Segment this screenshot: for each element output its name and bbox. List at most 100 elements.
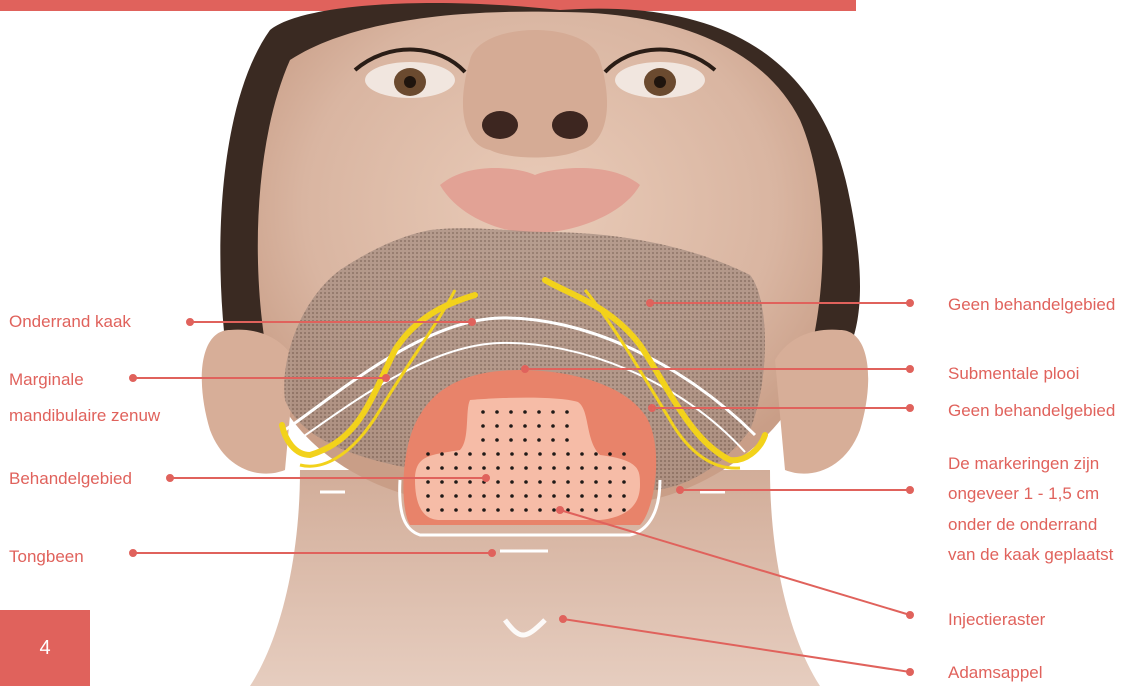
injection-point: [552, 480, 556, 484]
injection-point: [524, 480, 528, 484]
injection-point: [552, 466, 556, 470]
injection-point: [454, 452, 458, 456]
injection-point: [552, 508, 556, 512]
injection-point: [482, 494, 486, 498]
injection-point: [622, 508, 626, 512]
injection-point: [496, 508, 500, 512]
injection-point: [426, 480, 430, 484]
injection-point: [622, 466, 626, 470]
label-submentale-plooi: Submentale plooi: [948, 361, 1079, 387]
injection-point: [468, 466, 472, 470]
label-tongbeen: Tongbeen: [9, 544, 84, 570]
injection-point: [440, 466, 444, 470]
injection-point: [426, 452, 430, 456]
label-adamsappel: Adamsappel: [948, 660, 1043, 686]
injection-point: [551, 410, 555, 414]
injection-point: [454, 466, 458, 470]
injection-point: [468, 508, 472, 512]
injection-point: [482, 466, 486, 470]
injection-point: [608, 466, 612, 470]
label-marginale-line1: Marginale: [9, 367, 84, 393]
injection-point: [523, 438, 527, 442]
injection-point: [580, 480, 584, 484]
label-markeringen-line2: ongeveer 1 - 1,5 cm: [948, 481, 1099, 507]
injection-point: [608, 452, 612, 456]
injection-point: [622, 480, 626, 484]
injection-point: [580, 452, 584, 456]
injection-point: [552, 494, 556, 498]
injection-point: [482, 452, 486, 456]
injection-point: [440, 494, 444, 498]
injection-point: [495, 438, 499, 442]
injection-point: [454, 508, 458, 512]
injection-point: [580, 466, 584, 470]
injection-point: [481, 410, 485, 414]
label-injectieraster: Injectieraster: [948, 607, 1045, 633]
injection-point: [538, 466, 542, 470]
injection-point: [551, 438, 555, 442]
injection-point: [565, 410, 569, 414]
injection-point: [482, 508, 486, 512]
injection-point: [538, 508, 542, 512]
injection-point: [622, 494, 626, 498]
injection-point: [496, 494, 500, 498]
injection-point: [538, 452, 542, 456]
injection-point: [495, 424, 499, 428]
injection-point: [495, 410, 499, 414]
injection-point: [523, 424, 527, 428]
injection-point: [524, 508, 528, 512]
injection-point: [468, 452, 472, 456]
page-number: 4: [39, 637, 50, 660]
injection-point: [510, 466, 514, 470]
injection-point: [580, 494, 584, 498]
injection-point: [426, 494, 430, 498]
label-markeringen-line3: onder de onderrand: [948, 512, 1097, 538]
injection-point: [496, 466, 500, 470]
injection-point: [440, 508, 444, 512]
right-ear: [775, 330, 868, 474]
injection-point: [496, 452, 500, 456]
injection-point: [524, 452, 528, 456]
injection-point: [510, 452, 514, 456]
injection-point: [468, 480, 472, 484]
injection-point: [426, 466, 430, 470]
injection-point: [454, 494, 458, 498]
injection-point: [566, 452, 570, 456]
page-number-box: 4: [0, 610, 90, 686]
injection-point: [594, 508, 598, 512]
injection-point: [537, 424, 541, 428]
label-behandelgebied: Behandelgebied: [9, 466, 132, 492]
injection-point: [566, 480, 570, 484]
injection-point: [510, 480, 514, 484]
injection-point: [509, 424, 513, 428]
injection-point: [454, 480, 458, 484]
injection-point: [426, 508, 430, 512]
label-onderrand-kaak: Onderrand kaak: [9, 309, 131, 335]
injection-point: [510, 494, 514, 498]
injection-point: [565, 424, 569, 428]
injection-point: [509, 410, 513, 414]
injection-point: [622, 452, 626, 456]
injection-point: [440, 452, 444, 456]
label-markeringen-line1: De markeringen zijn: [948, 451, 1099, 477]
injection-point: [537, 410, 541, 414]
injection-point: [594, 452, 598, 456]
injection-point: [440, 480, 444, 484]
label-marginale-line2: mandibulaire zenuw: [9, 403, 160, 429]
injection-point: [552, 452, 556, 456]
injection-point: [594, 466, 598, 470]
injection-point: [481, 424, 485, 428]
injection-point: [608, 494, 612, 498]
injection-point: [565, 438, 569, 442]
injection-point: [566, 466, 570, 470]
injection-point: [509, 438, 513, 442]
injection-point: [551, 424, 555, 428]
injection-point: [468, 494, 472, 498]
injection-point: [608, 480, 612, 484]
injection-point: [608, 508, 612, 512]
injection-point: [523, 410, 527, 414]
injection-point: [580, 508, 584, 512]
nose: [463, 30, 607, 158]
label-geen-behandelgebied-1: Geen behandelgebied: [948, 292, 1115, 318]
